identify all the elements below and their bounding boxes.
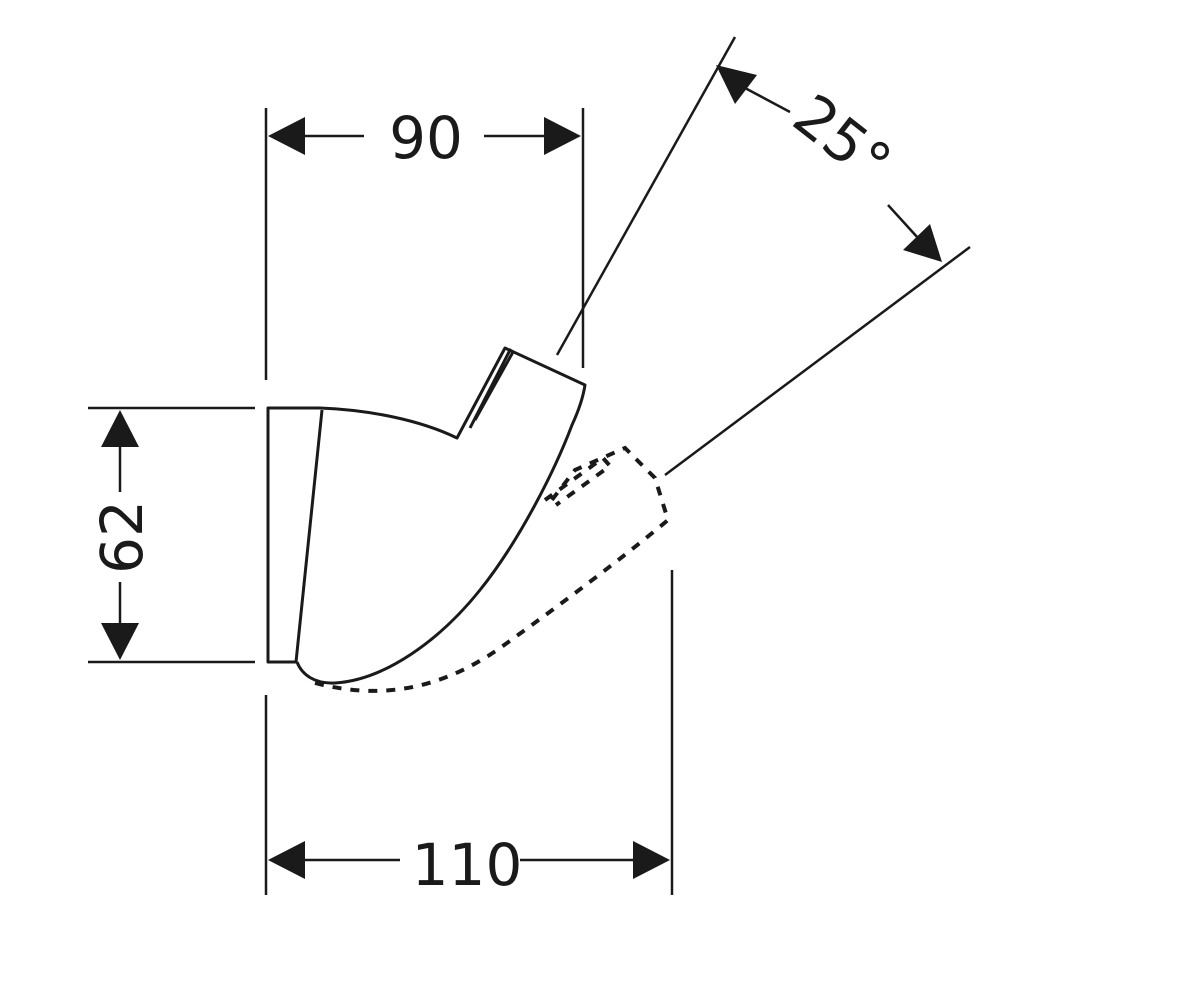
arrow-bottom-left (268, 841, 305, 879)
wall-plate-outline (266, 406, 320, 664)
arrow-height-top (101, 410, 139, 447)
angle-ref-line-lower (664, 245, 971, 477)
arrow-angle-upper (716, 65, 757, 104)
arrow-top-left (268, 117, 305, 155)
dim-line-angle-lower (887, 204, 919, 239)
arrow-angle-lower (903, 224, 942, 262)
hook-rotated-tip-strip (543, 455, 613, 507)
angle-ref-line-upper (555, 36, 737, 356)
dim-line-angle-upper (744, 86, 791, 114)
dim-label-width-top: 90 (389, 104, 463, 172)
hook-body (266, 346, 587, 685)
dim-label-angle: 25° (781, 81, 904, 198)
wall-plate-edge (294, 409, 324, 663)
hook-rotated-position (314, 445, 671, 693)
hook-rotated-outline (314, 445, 671, 693)
arrow-top-right (544, 117, 581, 155)
dim-label-width-bottom: 110 (412, 831, 523, 899)
dim-label-height: 62 (88, 500, 156, 574)
hook-profile (295, 346, 587, 685)
arrow-bottom-right (633, 841, 670, 879)
hook-tip-strip (468, 348, 515, 429)
arrow-height-bottom (101, 623, 139, 660)
